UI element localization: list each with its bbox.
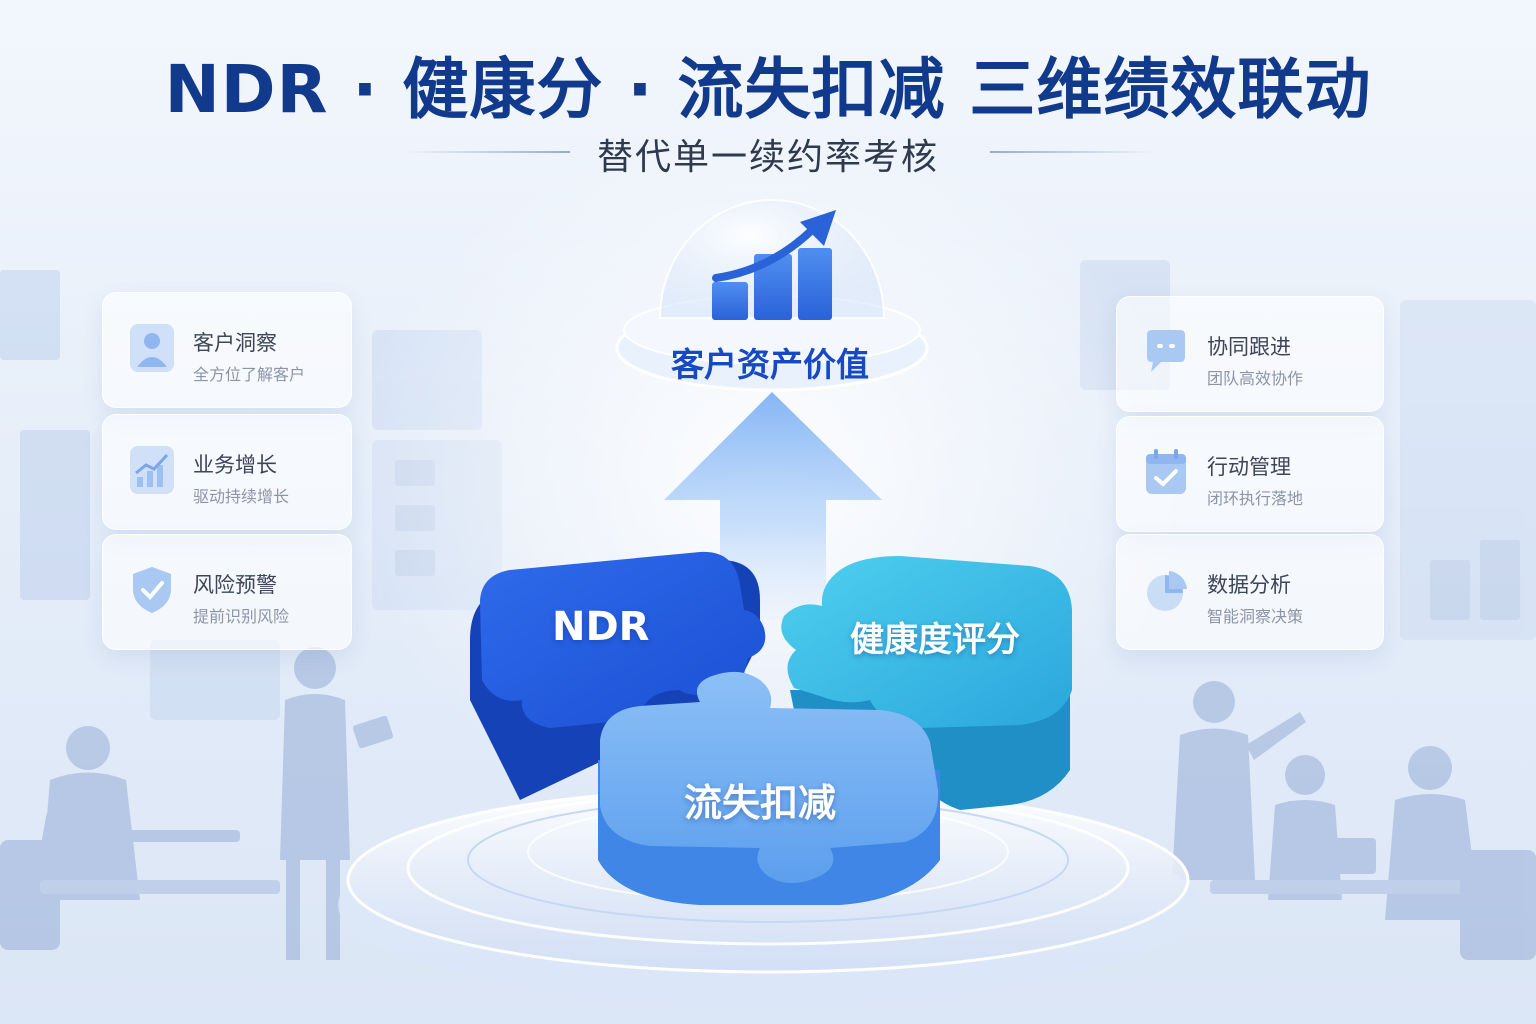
page-title: NDR · 健康分 · 流失扣减 三维绩效联动 xyxy=(164,51,1372,128)
feature-card-data-analysis: 数据分析 智能洞察决策 xyxy=(1116,534,1384,650)
card-subtitle: 团队高效协作 xyxy=(1207,369,1304,388)
card-title: 行动管理 xyxy=(1207,455,1291,479)
user-icon xyxy=(130,324,174,372)
subtitle-divider-left xyxy=(405,151,570,153)
subtitle-divider-right xyxy=(990,151,1155,153)
people-silhouettes-right xyxy=(1172,681,1536,960)
goal-label: 客户资产价值 xyxy=(671,345,869,384)
card-title: 业务增长 xyxy=(193,453,277,477)
feature-card-business-growth: 业务增长 驱动持续增长 xyxy=(102,414,352,530)
feature-card-action-management: 行动管理 闭环执行落地 xyxy=(1116,416,1384,532)
card-subtitle: 闭环执行落地 xyxy=(1207,489,1304,508)
piece-label-health: 健康度评分 xyxy=(850,620,1020,660)
trend-chart-icon xyxy=(130,446,174,494)
subtitle-row: 替代单一续约率考核 xyxy=(0,128,1536,178)
calendar-check-icon xyxy=(1146,449,1186,494)
puzzle-piece-churn xyxy=(598,671,940,905)
card-subtitle: 驱动持续增长 xyxy=(193,487,290,506)
card-title: 协同跟进 xyxy=(1207,335,1291,359)
people-silhouettes-left xyxy=(0,647,394,960)
goal-dome xyxy=(615,199,929,392)
puzzle-piece-ndr xyxy=(470,551,766,800)
page-subtitle: 替代单一续约率考核 xyxy=(596,137,939,178)
shield-check-icon xyxy=(133,567,171,613)
card-subtitle: 智能洞察决策 xyxy=(1207,607,1304,626)
chat-bubble-icon xyxy=(1147,330,1185,372)
pie-chart-icon xyxy=(1147,571,1187,611)
feature-card-risk-warning: 风险预警 提前识别风险 xyxy=(102,534,352,650)
piece-label-ndr: NDR xyxy=(552,604,650,650)
card-title: 风险预警 xyxy=(193,573,277,597)
feature-card-collaboration: 协同跟进 团队高效协作 xyxy=(1116,296,1384,412)
growth-bars-icon xyxy=(712,210,836,320)
upward-arrow xyxy=(664,392,882,620)
piece-label-churn: 流失扣减 xyxy=(684,781,837,825)
card-subtitle: 全方位了解客户 xyxy=(193,365,306,384)
card-title: 客户洞察 xyxy=(193,331,277,355)
card-title: 数据分析 xyxy=(1207,573,1291,597)
feature-card-customer-insight: 客户洞察 全方位了解客户 xyxy=(102,292,352,408)
card-subtitle: 提前识别风险 xyxy=(193,607,290,626)
